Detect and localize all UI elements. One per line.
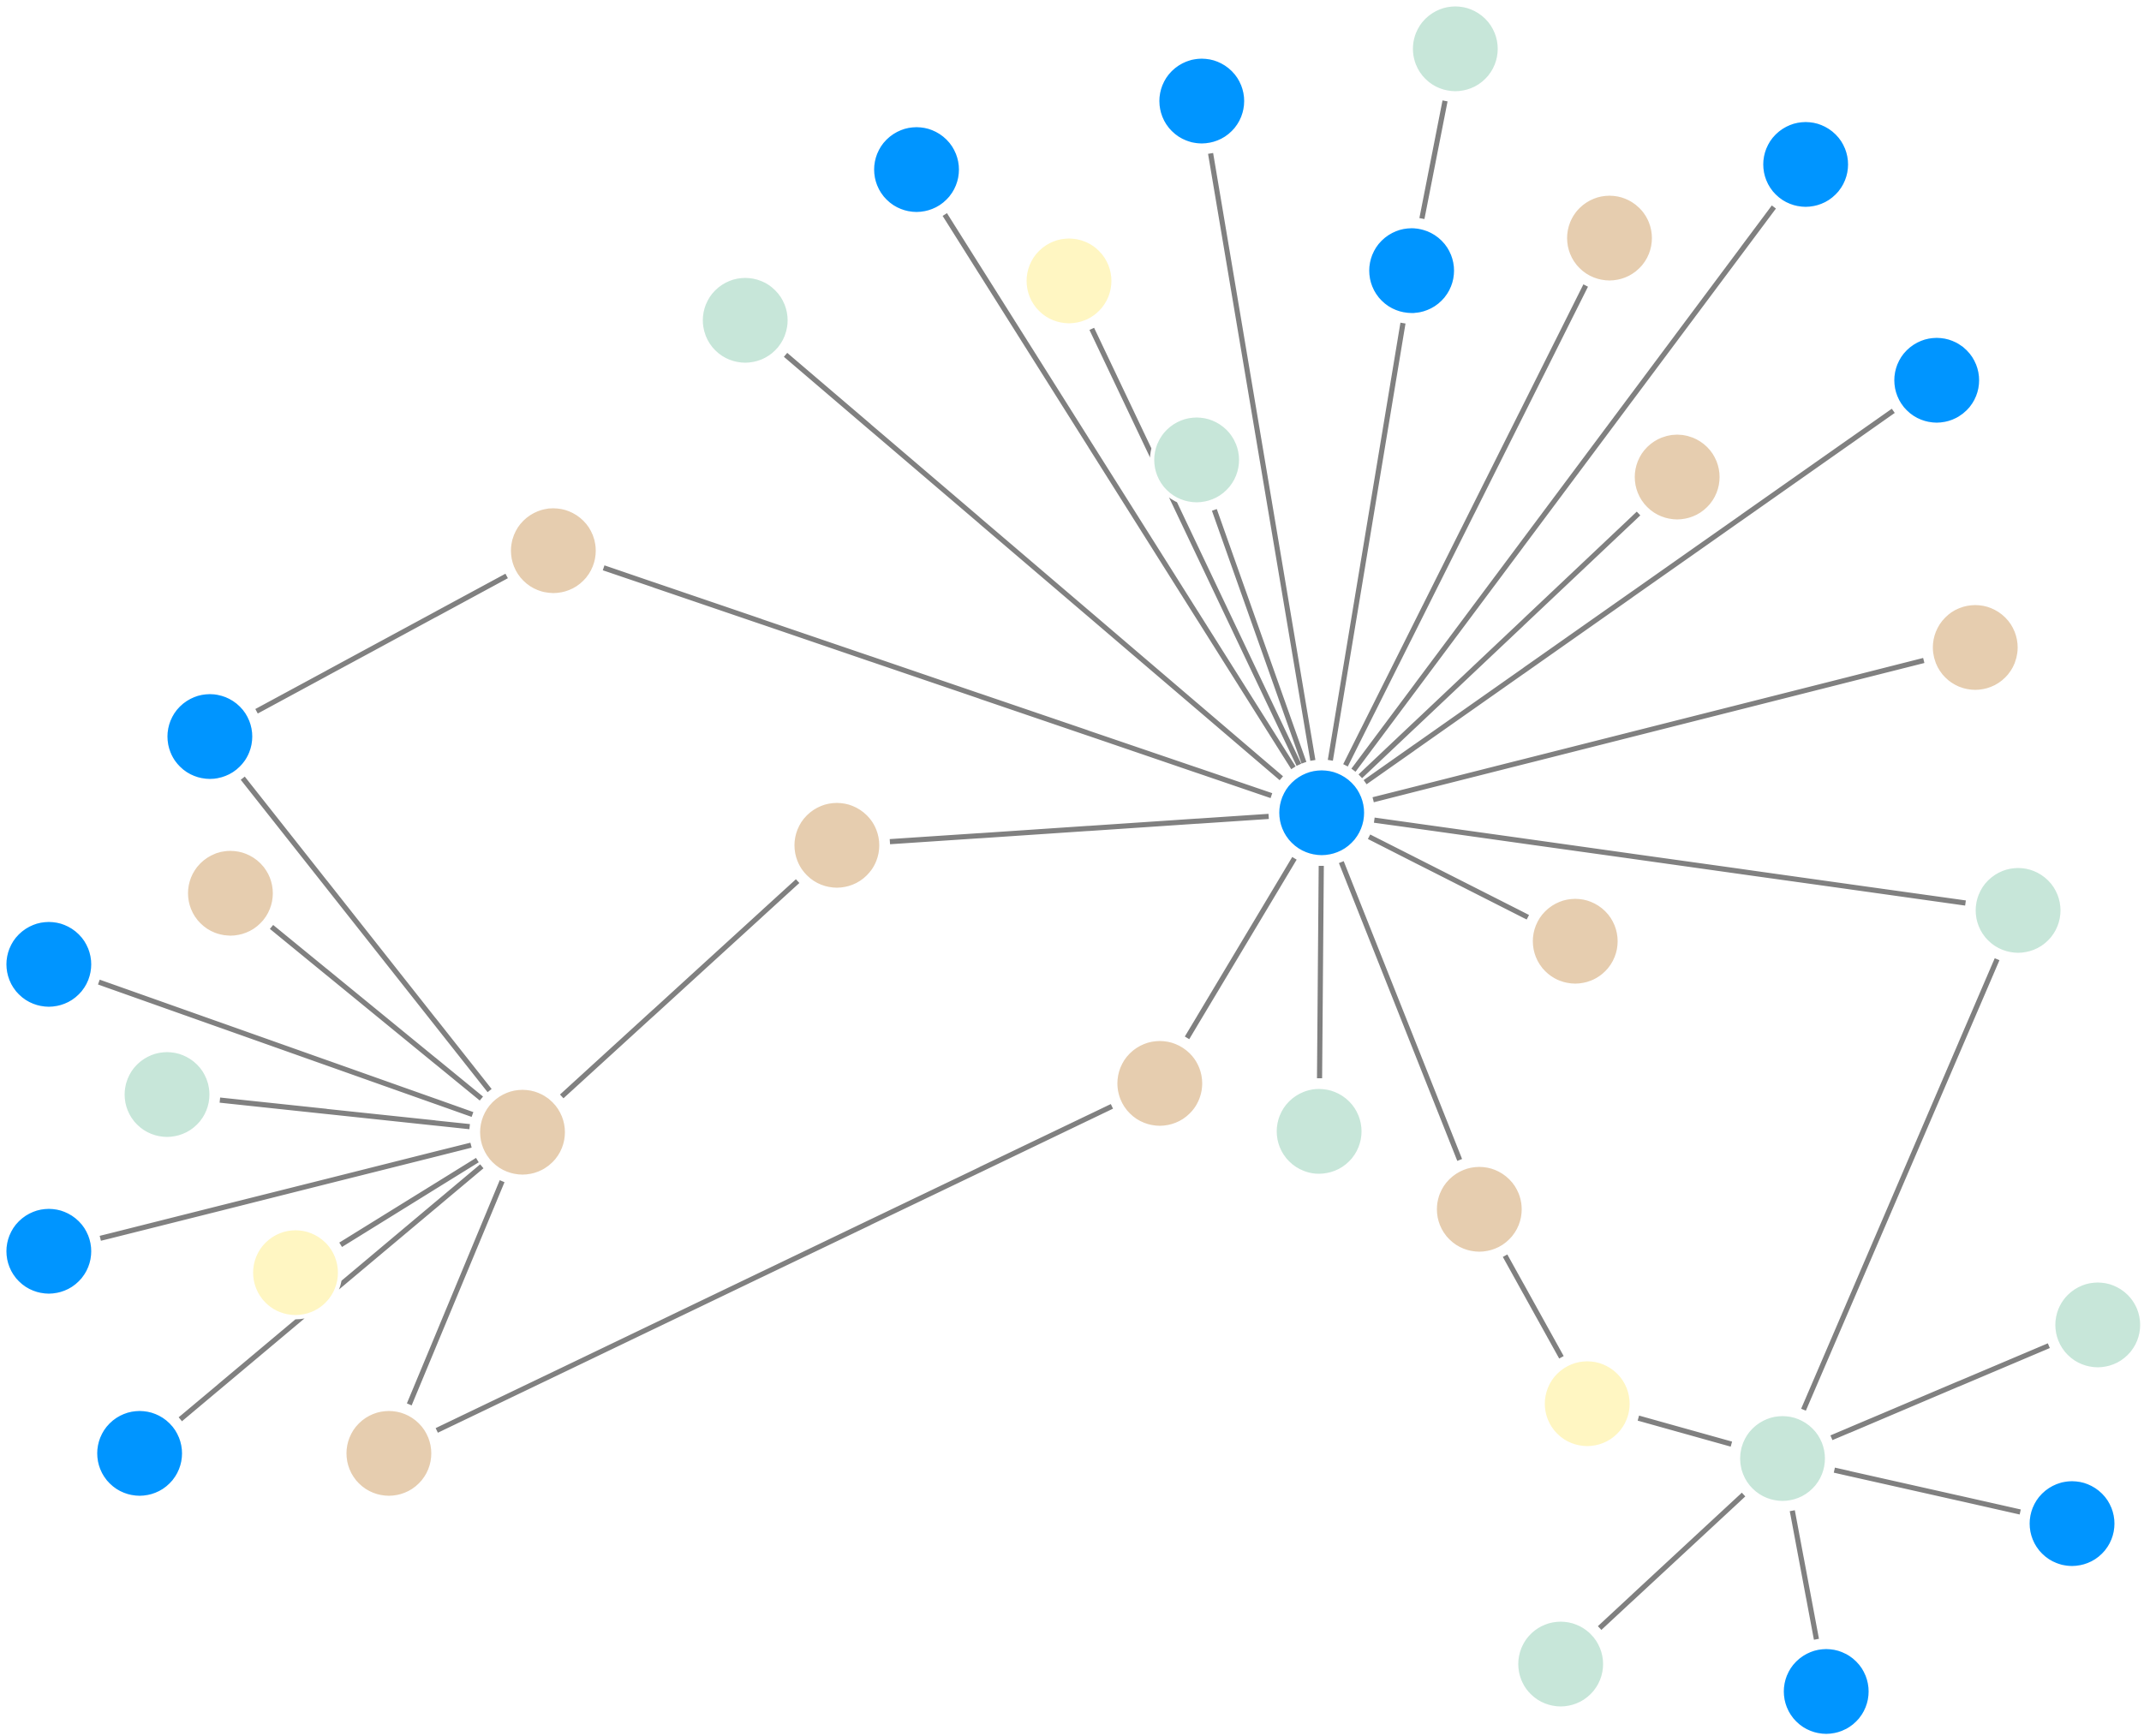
node-n-mint-top xyxy=(1408,2,1502,96)
node-n-tan-lower-right xyxy=(1432,1162,1526,1256)
node-n-tan-top-right xyxy=(1562,191,1657,285)
edge-hub-to-n-blue-topleft xyxy=(942,212,1296,770)
edge-hub-to-n-mint-right xyxy=(1373,817,1967,906)
edge-hub-to-n-tan-upper-left xyxy=(602,565,1273,798)
edge-hub-to-n-blue-mid-top xyxy=(1328,322,1406,761)
edge-n-tan-center-to-n-tan-bottom-left xyxy=(435,1104,1114,1433)
node-n-yellow-right xyxy=(1540,1357,1634,1451)
node-n-blue-far-left-bottom xyxy=(2,1204,96,1298)
edge-hub-to-n-tan-far-right xyxy=(1372,658,1925,802)
node-n-mint-far-left xyxy=(120,1047,214,1142)
edge-hub-to-n-mint-below-hub xyxy=(1317,865,1324,1079)
node-n-tan-center xyxy=(1113,1036,1207,1130)
edge-hub-to-n-tan-right-low xyxy=(1367,834,1530,920)
edge-n-tan-upper-left-to-n-blue-left xyxy=(255,573,508,714)
edge-n-blue-cluster2-right-to-n-mint-cluster2-hub xyxy=(1833,1467,2022,1515)
edge-hub-to-n-mint-center xyxy=(1211,509,1307,764)
node-n-blue-left xyxy=(163,689,257,784)
node-n-blue-bottom xyxy=(1779,1644,1873,1736)
edge-n-tan-left-to-n-tan-cluster-hub xyxy=(270,924,483,1101)
edge-hub-to-n-tan-center xyxy=(1185,856,1297,1040)
edge-hub-to-n-blue-top xyxy=(1208,152,1316,761)
edge-n-yellow-right-to-n-mint-cluster2-hub xyxy=(1637,1415,1733,1447)
node-n-yellow-top xyxy=(1022,234,1116,328)
edge-n-yellow-left-to-n-tan-cluster-hub xyxy=(339,1158,479,1247)
node-n-tan-left xyxy=(183,846,278,940)
edge-hub-to-n-blue-top-right xyxy=(1351,205,1777,773)
edge-hub-to-n-tan-lower-right xyxy=(1339,861,1462,1161)
node-n-mint-left-top xyxy=(698,273,792,367)
node-n-mint-bottom xyxy=(1514,1617,1608,1711)
node-n-tan-upper-left xyxy=(506,504,600,598)
node-n-tan-center-left xyxy=(790,798,884,892)
node-n-mint-cluster2-hub xyxy=(1735,1411,1830,1506)
edge-n-mint-far-left-to-n-tan-cluster-hub xyxy=(219,1097,470,1130)
edge-n-blue-far-left-top-to-n-tan-cluster-hub xyxy=(98,979,474,1118)
node-n-blue-far-left-top xyxy=(2,917,96,1011)
node-n-blue-cluster2-right xyxy=(2025,1476,2119,1571)
edge-n-blue-left-to-n-tan-cluster-hub xyxy=(241,776,492,1093)
edge-n-tan-lower-right-to-n-yellow-right xyxy=(1502,1254,1564,1359)
node-hub xyxy=(1275,766,1369,860)
node-n-blue-mid-top xyxy=(1365,224,1459,318)
node-n-blue-top-right xyxy=(1759,117,1853,212)
node-n-mint-center xyxy=(1150,413,1244,507)
edge-hub-to-n-mint-left-top xyxy=(784,353,1283,780)
node-n-tan-cluster-hub xyxy=(475,1085,570,1179)
node-n-tan-right xyxy=(1630,430,1724,524)
node-n-blue-topleft xyxy=(869,122,964,217)
edge-n-mint-far-right-to-n-mint-cluster2-hub xyxy=(1830,1343,2051,1441)
node-n-mint-below-hub xyxy=(1272,1084,1366,1178)
node-n-tan-bottom-left xyxy=(342,1406,436,1500)
edge-hub-to-n-tan-top-right xyxy=(1343,284,1588,767)
edge-layer xyxy=(98,100,2051,1640)
edge-n-mint-right-to-n-mint-cluster2-hub xyxy=(1801,957,2000,1411)
edge-n-mint-top-to-n-blue-mid-top xyxy=(1419,100,1448,219)
node-n-mint-right xyxy=(1971,863,2065,957)
node-n-tan-right-low xyxy=(1528,894,1622,988)
edge-hub-to-n-tan-center-left xyxy=(889,814,1269,844)
edge-n-tan-bottom-left-to-n-tan-cluster-hub xyxy=(407,1180,505,1405)
node-n-blue-bottom-left xyxy=(93,1406,187,1500)
edge-n-blue-far-left-bottom-to-n-tan-cluster-hub xyxy=(99,1142,472,1241)
node-n-yellow-left xyxy=(248,1226,343,1320)
edge-hub-to-n-tan-right xyxy=(1359,511,1640,779)
node-n-mint-far-right xyxy=(2051,1278,2144,1372)
edge-hub-to-n-blue-right xyxy=(1363,409,1896,784)
node-n-tan-far-right xyxy=(1928,600,2022,695)
node-n-blue-top xyxy=(1155,54,1249,148)
node-n-blue-right xyxy=(1890,333,1984,427)
edge-n-mint-bottom-to-n-mint-cluster2-hub xyxy=(1598,1492,1746,1631)
edge-n-tan-center-left-to-n-tan-cluster-hub xyxy=(559,879,800,1099)
edge-hub-to-n-yellow-top xyxy=(1089,327,1302,767)
edge-n-blue-bottom-to-n-mint-cluster2-hub xyxy=(1789,1510,1819,1640)
